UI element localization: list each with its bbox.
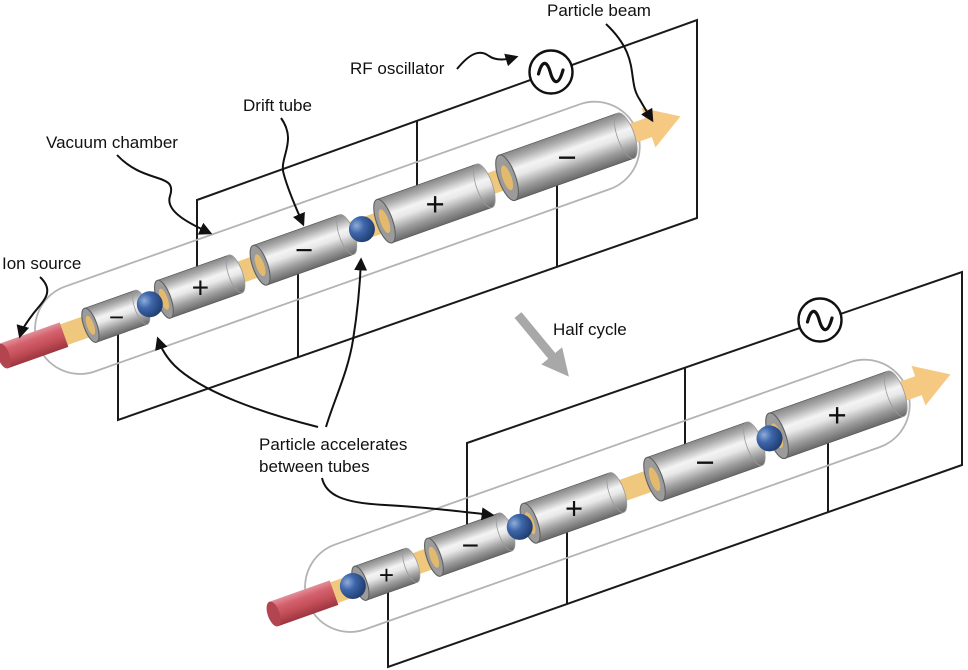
- half-cycle-arrow: [514, 312, 569, 377]
- particle: [136, 291, 163, 318]
- drift-tube: +: [765, 370, 908, 460]
- vacuum-chamber-label: Vacuum chamber: [46, 133, 178, 152]
- tube-sign: +: [379, 560, 394, 590]
- particle-accelerates-leader-arrow-left: [155, 336, 319, 428]
- drift-tube: −: [249, 214, 358, 286]
- particle-accelerates-leader-arrow-right: [321, 477, 495, 521]
- ion-source: [0, 322, 69, 369]
- particle-beam-label: Particle beam: [547, 1, 651, 20]
- particle: [339, 572, 366, 599]
- drift-tube: +: [154, 254, 246, 319]
- particle-accelerates-leader-arrow-up: [325, 257, 368, 428]
- particle: [348, 216, 375, 243]
- ion-source-label: Ion source: [2, 254, 81, 273]
- vacuum-chamber-leader-arrow: [116, 154, 213, 235]
- bottom-accelerator: + − + − +: [266, 358, 951, 633]
- particle: [506, 513, 533, 540]
- particle-beam-leader-arrow: [605, 23, 654, 123]
- ion-source-leader-arrow: [16, 276, 49, 339]
- drift-tube: +: [373, 163, 496, 244]
- circuit-frame: [117, 18, 698, 422]
- drift-tube-label: Drift tube: [243, 96, 312, 115]
- half-cycle-label: Half cycle: [553, 320, 627, 339]
- tube-sign: +: [565, 491, 583, 526]
- particle-accelerates-label-line1: Particle accelerates: [259, 435, 407, 454]
- top-accelerator: − + − + −: [0, 100, 681, 375]
- tube-sign: −: [557, 139, 576, 176]
- particle: [756, 425, 783, 452]
- drift-tube-leader-arrow: [280, 117, 305, 227]
- tube-sign: +: [426, 185, 445, 222]
- rf-oscillator-icon: [797, 297, 843, 343]
- tube-sign: −: [295, 233, 313, 268]
- tube-sign: −: [109, 302, 124, 332]
- ion-source: [266, 580, 339, 627]
- sine-wave-icon: [536, 61, 565, 84]
- drift-tube: −: [495, 112, 638, 202]
- particle-accelerates-label-line2: between tubes: [259, 457, 370, 476]
- tube-sign: −: [462, 529, 480, 562]
- rf-oscillator-icon: [528, 49, 574, 95]
- rf-oscillator-leader-arrow: [456, 51, 519, 70]
- annotations: Particle beam RF oscillator Drift tube V…: [2, 1, 654, 521]
- rf-oscillator-label: RF oscillator: [350, 59, 445, 78]
- circuit-frame: [387, 270, 963, 669]
- rf-circuit-wires-top: [117, 18, 698, 422]
- tube-sign: +: [827, 397, 846, 434]
- sine-wave-icon: [805, 309, 834, 332]
- drift-tube: +: [519, 472, 628, 544]
- drift-tube: −: [643, 421, 766, 502]
- drift-tube: −: [424, 512, 516, 577]
- tube-sign: +: [192, 271, 210, 304]
- tube-sign: −: [696, 443, 715, 480]
